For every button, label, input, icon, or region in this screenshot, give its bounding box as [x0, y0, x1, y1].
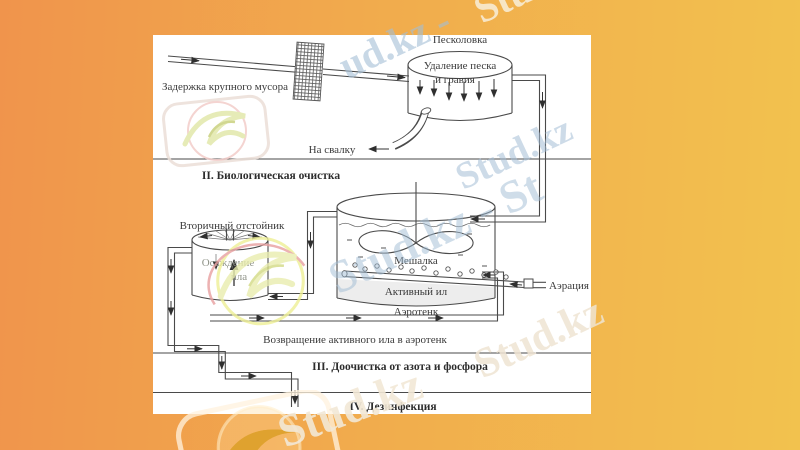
stage2-header: II. Биологическая очистка	[202, 170, 340, 182]
aeration-supply-pipe	[509, 281, 546, 289]
sand-trap-title: Песколовка	[433, 35, 487, 46]
screen-label: Задержка крупного мусора	[162, 81, 288, 93]
active-sludge-label: Активный ил	[385, 286, 448, 298]
settling-arrows	[416, 79, 498, 102]
mixer	[358, 182, 474, 255]
sparger-connector	[523, 278, 534, 289]
aeration-tank	[336, 182, 534, 307]
aeration-label: Аэрация	[549, 280, 589, 292]
stage3-header: III. Доочистка от азота и фосфора	[312, 361, 488, 373]
bar-screen	[292, 41, 325, 102]
sludge-return-label: Возвращение активного ила в аэротенк	[263, 334, 447, 346]
clarifier-text2: ила	[231, 271, 247, 283]
grit-chute	[368, 107, 432, 153]
clarifier-text1: Осаждение	[202, 257, 255, 269]
inflow-pipe	[167, 55, 410, 83]
water-dashes	[347, 233, 487, 267]
treatment-diagram: Песколовка Удаление песка и гравия Задер…	[153, 34, 591, 413]
clarifier-title: Вторичный отстойник	[180, 220, 285, 232]
sand-trap-outlet-pipe	[470, 74, 547, 223]
water-line	[338, 222, 491, 228]
mixer-label: Мешалка	[394, 255, 438, 267]
air-sparger	[341, 262, 534, 289]
stage4-header: IV. Дезинфекция	[349, 401, 436, 413]
sand-trap-text1: Удаление песка	[424, 60, 497, 72]
sand-trap-text2: и гравия	[435, 74, 475, 86]
tank-label: Аэротенк	[394, 306, 439, 318]
dump-label: На свалку	[309, 144, 356, 156]
sand-trap	[407, 50, 513, 121]
air-bubbles	[352, 262, 509, 280]
diagram-panel: Песколовка Удаление песка и гравия Задер…	[153, 34, 591, 414]
